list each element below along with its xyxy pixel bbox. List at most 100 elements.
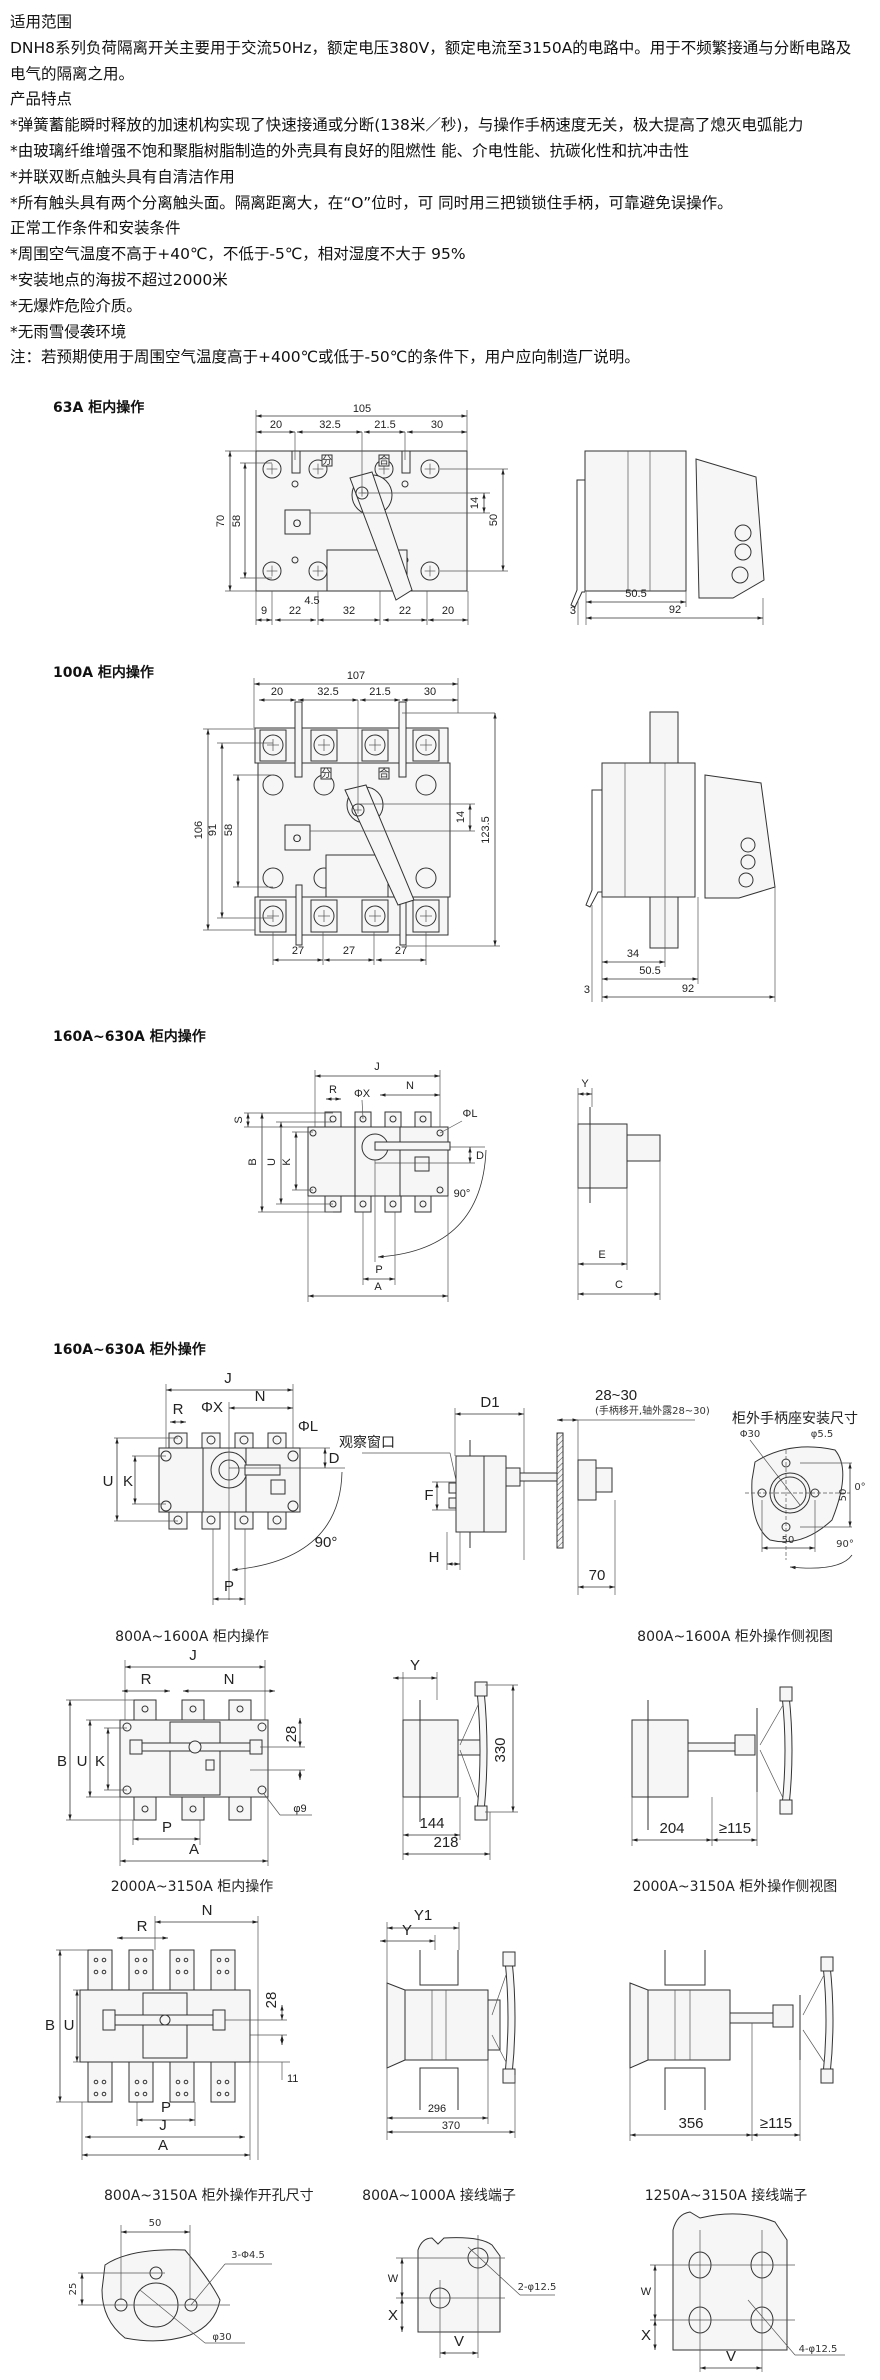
dimension-label: D <box>329 1450 340 1467</box>
busbar-terminal <box>181 1699 205 1721</box>
intro-text: 适用范围 DNH8系列负荷隔离开关主要用于交流50Hz，额定电压380V，额定电… <box>10 10 860 371</box>
mounting-hole <box>122 1722 132 1732</box>
terminal <box>324 1111 342 1128</box>
extension-line <box>491 2034 507 2063</box>
rotary-handle <box>504 1959 516 2076</box>
slot <box>291 450 301 474</box>
dimension-label: P <box>375 1264 382 1276</box>
dimension-label: 27 <box>343 945 355 957</box>
busbar-terminal <box>210 1949 236 1991</box>
terminal <box>354 1111 372 1128</box>
shaft-coupling <box>734 1734 756 1756</box>
dimension-label: 330 <box>492 1737 509 1762</box>
dimension-label: 50 <box>149 2218 162 2229</box>
dimension-label: U <box>64 2017 75 2034</box>
mounting-hole <box>134 2079 140 2085</box>
terminal-screw-icon <box>420 561 440 581</box>
dimension-label: 4.5 <box>304 595 319 607</box>
dimension-label: 58 <box>223 824 235 836</box>
dimension-label: D1 <box>480 1394 499 1411</box>
dimension-label: V <box>726 2348 736 2365</box>
mounting-hole <box>239 1435 249 1445</box>
terminal-screw-icon <box>364 905 386 927</box>
terminal <box>354 1195 372 1213</box>
mounting-hole <box>731 566 749 584</box>
on-mark: 合 <box>379 767 389 780</box>
mounting-hole <box>134 2091 140 2097</box>
cutout-outline <box>101 2249 221 2342</box>
terminal-screw-icon <box>262 561 282 581</box>
dimension-label: ΦL <box>463 1108 478 1120</box>
shaft <box>687 1742 739 1752</box>
dimension-label: 90° <box>454 1188 471 1200</box>
handle-grip <box>502 2068 516 2084</box>
handle-cover-side <box>704 774 776 899</box>
mounting-hole <box>236 1705 244 1713</box>
mounting-hole <box>415 867 437 889</box>
section-title: 160A~630A 柜内操作 <box>53 1028 206 1045</box>
busbar-terminal <box>210 2061 236 2103</box>
dimension-label: A <box>374 1281 382 1293</box>
mounting-hole <box>189 1705 197 1713</box>
extension-line <box>459 1704 479 1746</box>
dimension-label: R <box>137 1918 148 1935</box>
mounting-hole <box>309 1129 317 1137</box>
mounting-hole <box>415 774 437 796</box>
slot <box>398 701 407 778</box>
dimension-label: 204 <box>659 1820 684 1837</box>
handle-grip <box>474 1681 488 1697</box>
dimension-label: V <box>454 2333 464 2350</box>
operating-handle <box>344 784 415 906</box>
mounting-hole <box>101 2091 107 2097</box>
terminal <box>201 1511 221 1530</box>
mounting-hole <box>175 2079 181 2085</box>
condition-item: *周围空气温度不高于+40℃，不低于-5℃，相对湿度不大于 95% <box>10 245 466 264</box>
dimension-label: B <box>247 1158 259 1165</box>
mounting-hole <box>419 1200 427 1208</box>
section-title: 2000A~3150A 柜内操作 <box>111 1879 274 1895</box>
handle-grip <box>102 2009 116 2031</box>
dimension-label: A <box>158 2137 168 2154</box>
handle-cover-side <box>695 458 765 599</box>
shaft-coupling <box>505 1467 521 1487</box>
mounting-hole <box>134 1957 140 1963</box>
side-body <box>647 1989 731 2061</box>
dimension-label: 70 <box>589 1567 606 1584</box>
extension-line <box>802 2029 825 2063</box>
off-mark: 分 <box>321 768 331 780</box>
mounting-hole <box>175 1957 181 1963</box>
dimension-label: 2-φ12.5 <box>518 2282 557 2293</box>
dimension-label: 25 <box>68 2283 79 2296</box>
on-marker <box>378 767 390 780</box>
dimension-label: 20 <box>270 419 282 431</box>
section-title: 2000A~3150A 柜外操作侧视图 <box>633 1879 838 1895</box>
scope-text: DNH8系列负荷隔离开关主要用于交流50Hz，额定电压380V，额定电流至315… <box>10 38 852 83</box>
busbar-terminal <box>169 2061 195 2103</box>
terminal-screw-icon <box>415 905 437 927</box>
mounting-hole <box>389 1115 397 1123</box>
condition-item: *无雨雪侵袭环境 <box>10 322 127 341</box>
extension-line <box>263 1793 281 1816</box>
terminal <box>414 1111 432 1128</box>
dimension-label: 144 <box>419 1815 444 1832</box>
status-window <box>205 1759 215 1771</box>
heading-scope: 适用范围 <box>10 13 73 31</box>
dimension-label: 92 <box>682 983 694 995</box>
busbar-terminal <box>181 1796 205 1821</box>
busbar-terminal <box>419 1950 459 1986</box>
status-window <box>284 824 311 851</box>
dimension-label: Y1 <box>414 1907 432 1924</box>
handle-grip <box>779 1799 793 1815</box>
dimension-label: 106 <box>193 821 205 839</box>
dimension-label: 3-Φ4.5 <box>231 2250 265 2261</box>
status-window-mark: O <box>293 518 302 530</box>
busbar-terminal <box>664 1950 706 1986</box>
dimension-label: 105 <box>353 403 371 415</box>
busbar-terminal <box>133 1796 157 1821</box>
mounting-hole <box>236 1805 244 1813</box>
status-window <box>414 1156 430 1172</box>
dimension-label: φ9 <box>293 1803 306 1815</box>
side-body <box>601 762 696 898</box>
terminal-tab <box>649 711 679 764</box>
mounting-hole <box>142 2079 148 2085</box>
